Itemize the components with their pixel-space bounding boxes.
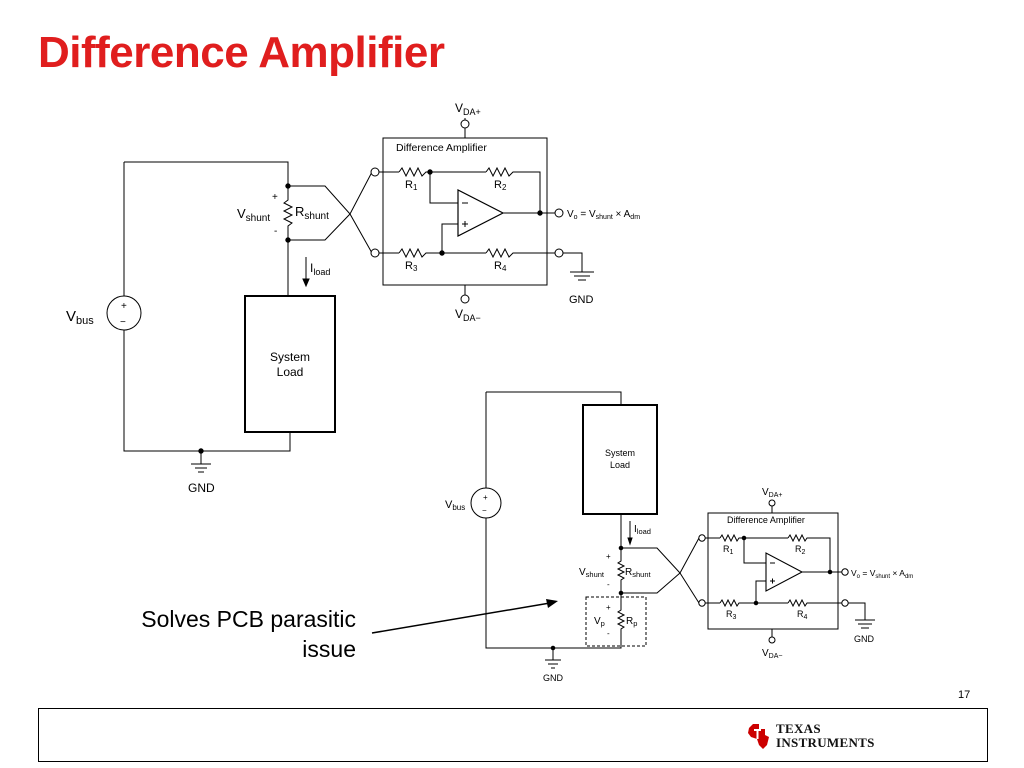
r2-label-2: R2 — [795, 544, 806, 556]
gnd-bottom-label-1: GND — [188, 481, 215, 495]
iload-label-1: Iload — [310, 261, 330, 277]
diff-amp-title-2: Difference Amplifier — [727, 515, 805, 525]
vo-equation-2: Vo = Vshunt × Adm — [851, 568, 913, 580]
vp-plus: + — [606, 603, 611, 612]
diagram-1-labels: VDA+ VDA− Difference Amplifier R1 R2 R3 … — [66, 101, 640, 495]
vda-minus-label-1: VDA− — [455, 307, 481, 323]
vda-plus-label-2: VDA+ — [762, 487, 782, 499]
diagram-2-labels: VDA+ VDA− Difference Amplifier R1 R2 R3 … — [445, 448, 913, 683]
r3-label-1: R3 — [405, 260, 418, 273]
rshunt-label-1: Rshunt — [295, 204, 329, 222]
parasitic-box — [585, 596, 647, 647]
shunt-plus-2: + — [606, 552, 611, 561]
gnd-bottom-label-2: GND — [543, 673, 564, 683]
iload-label-2: Iload — [634, 524, 651, 536]
vshunt-label-1: Vshunt — [237, 206, 270, 224]
vbus-plus-2: + — [483, 493, 488, 502]
shunt-minus-2: - — [607, 580, 610, 589]
diagram-2 — [470, 391, 875, 669]
caption-text: Solves PCB parasitic issue — [141, 606, 356, 662]
r3-label-2: R3 — [726, 609, 737, 621]
page-number: 17 — [958, 689, 971, 701]
system-load-line2-2: Load — [610, 460, 630, 470]
vbus-minus-2: − — [482, 506, 487, 515]
shunt-minus-1: - — [274, 226, 277, 237]
vbus-plus-1: + — [121, 301, 127, 312]
vda-minus-label-2: VDA− — [762, 648, 782, 660]
r1-label-2: R1 — [723, 544, 734, 556]
vbus-source-2 — [470, 487, 502, 519]
rshunt-label-2: Rshunt — [625, 567, 651, 579]
shunt-plus-1: + — [272, 192, 278, 203]
gnd-right-label-1: GND — [569, 294, 594, 306]
vo-equation-1: Vo = Vshunt × Adm — [567, 209, 640, 221]
gnd-right-label-2: GND — [854, 634, 875, 644]
rp-label: Rp — [626, 616, 637, 628]
system-load-line1-1: System — [270, 350, 310, 364]
vshunt-label-2: Vshunt — [579, 567, 605, 579]
vp-label: Vp — [594, 616, 605, 628]
vp-minus: - — [607, 629, 610, 638]
system-load-box-2 — [582, 404, 658, 515]
diff-amp-title-1: Difference Amplifier — [396, 142, 487, 154]
r1-label-1: R1 — [405, 179, 418, 192]
vbus-label-2: Vbus — [445, 499, 465, 512]
slide-title: Difference Amplifier — [38, 28, 445, 77]
r2-label-1: R2 — [494, 179, 507, 192]
circuit-diagrams: VDA+ VDA− Difference Amplifier R1 R2 R3 … — [66, 101, 913, 683]
vbus-label-1: Vbus — [66, 308, 94, 327]
ti-wordmark-line1: Texas — [776, 721, 821, 736]
r4-label-2: R4 — [797, 609, 808, 621]
texas-instruments-logo — [748, 724, 769, 749]
r4-label-1: R4 — [494, 260, 507, 273]
diagram-1 — [106, 118, 594, 473]
vbus-source-1 — [106, 295, 142, 331]
footer-bar — [38, 708, 988, 762]
ti-wordmark-line2: Instruments — [776, 735, 875, 750]
vbus-minus-1: − — [120, 317, 126, 328]
vda-plus-label-1: VDA+ — [455, 101, 481, 117]
system-load-line1-2: System — [605, 448, 635, 458]
system-load-line2-1: Load — [277, 365, 304, 379]
system-load-box-1 — [244, 295, 336, 433]
diff-amp-box-2 — [707, 512, 839, 630]
caption-arrow — [371, 599, 558, 634]
ti-wordmark: Texas Instruments — [776, 722, 875, 750]
